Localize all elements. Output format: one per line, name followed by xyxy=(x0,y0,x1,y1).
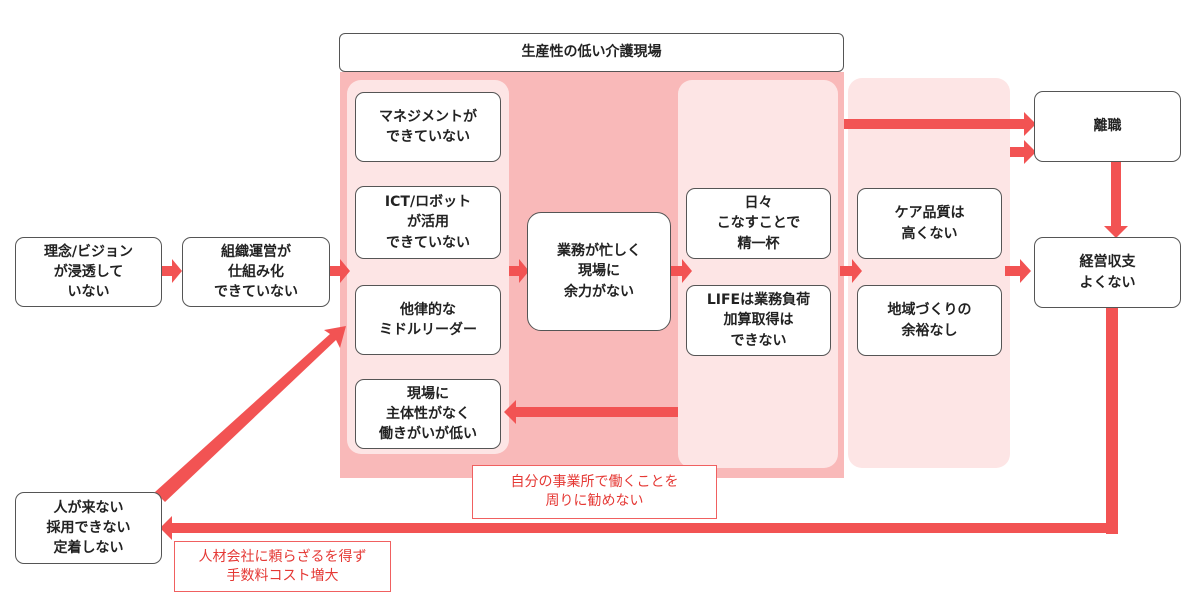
org-box: 組織運営が 仕組み化 できていない xyxy=(182,237,330,307)
arrow-turnover-to-finance xyxy=(1104,162,1128,238)
vision-box: 理念/ビジョン が浸透して いない xyxy=(15,237,162,307)
arrow-hiring-to-leader xyxy=(155,326,346,502)
community-box: 地域づくりの 余裕なし xyxy=(857,285,1002,356)
arrow-org-to-left-panel xyxy=(330,259,350,283)
page-title: 生産性の低い介護現場 xyxy=(339,33,844,72)
arrow-left-to-busy xyxy=(509,259,529,283)
arrow-top-to-turnover xyxy=(844,112,1036,136)
arrow-busy-to-middle xyxy=(671,259,692,283)
right-column-panel xyxy=(848,78,1010,468)
leader-box: 他律的な ミドルリーダー xyxy=(355,285,501,355)
arrow-middle-to-subject xyxy=(504,400,678,424)
arrow-vision-to-org xyxy=(162,259,182,283)
middle-column-panel xyxy=(678,80,838,468)
daily-box: 日々 こなすことで 精一杯 xyxy=(686,188,831,259)
arrow-middle-to-right xyxy=(840,259,862,283)
care-box: ケア品質は 高くない xyxy=(857,188,1002,259)
ict-box: ICT/ロボット が活用 できていない xyxy=(355,186,501,259)
arrow-right-to-finance xyxy=(1005,259,1031,283)
mgmt-box: マネジメントが できていない xyxy=(355,92,501,162)
subject-box: 現場に 主体性がなく 働きがいが低い xyxy=(355,379,501,449)
busy-box: 業務が忙しく 現場に 余力がない xyxy=(527,212,671,331)
agency-note: 人材会社に頼らざるを得ず 手数料コスト増大 xyxy=(174,541,391,592)
hiring-box: 人が来ない 採用できない 定着しない xyxy=(15,492,162,564)
arrow-short-to-turnover xyxy=(1010,140,1036,164)
turnover-box: 離職 xyxy=(1034,91,1181,162)
life-box: LIFEは業務負荷 加算取得は できない xyxy=(686,285,831,356)
recommend-note: 自分の事業所で働くことを 周りに勧めない xyxy=(472,465,717,519)
finance-box: 経営収支 よくない xyxy=(1034,237,1181,308)
arrow-finance-loop-down xyxy=(1106,308,1118,534)
arrow-bottom-loop-to-hiring xyxy=(160,516,1118,540)
